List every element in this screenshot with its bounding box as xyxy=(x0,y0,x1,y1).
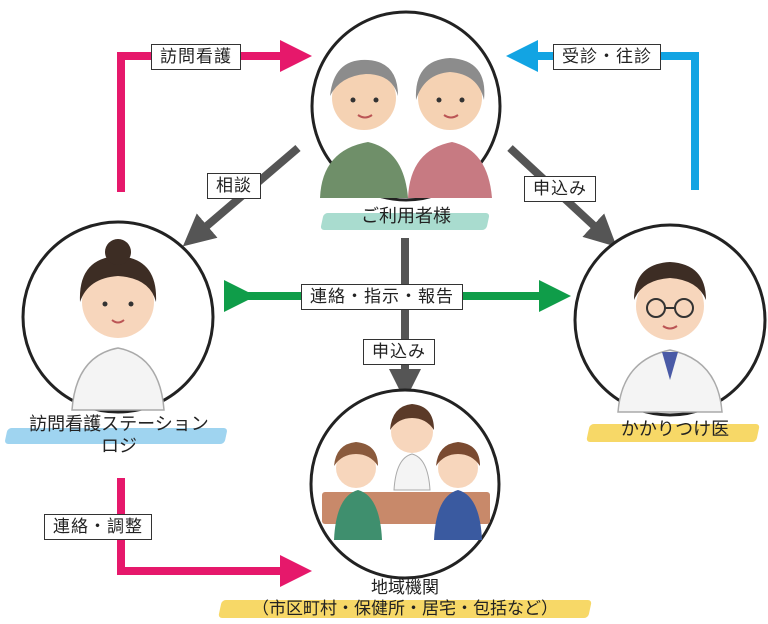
meeting-illustration xyxy=(322,404,490,540)
station-caption-line2: ロジ xyxy=(101,436,137,457)
doctor-caption: かかりつけ医 xyxy=(620,419,730,440)
contact-adjust-arrow xyxy=(117,478,312,587)
doctor-node xyxy=(573,223,767,417)
consult-visit-arrow xyxy=(506,40,699,190)
doctor-illustration xyxy=(617,262,723,413)
station-caption-line1: 訪問看護ステーション xyxy=(29,414,209,435)
user-node xyxy=(310,10,502,202)
user-caption: ご利用者様 xyxy=(361,206,451,227)
apply-community-label: 申込み xyxy=(363,339,435,365)
contact-adjust-label: 連絡・調整 xyxy=(44,514,152,540)
station-node xyxy=(21,220,215,414)
community-caption-line2: （市区町村・保健所・居宅・包括など） xyxy=(252,599,558,619)
community-caption-line1: 地域機関 xyxy=(371,578,439,598)
nurse-illustration xyxy=(71,239,165,411)
consultation-label: 相談 xyxy=(207,173,261,199)
community-node xyxy=(309,388,501,580)
consult-visit-label: 受診・往診 xyxy=(553,44,661,70)
contact-instruct-report-label: 連絡・指示・報告 xyxy=(301,284,463,310)
elderly-man-illustration xyxy=(320,59,408,198)
apply-doctor-label: 申込み xyxy=(524,176,596,202)
visit-nursing-label: 訪問看護 xyxy=(151,44,241,70)
elderly-woman-illustration xyxy=(408,58,492,198)
